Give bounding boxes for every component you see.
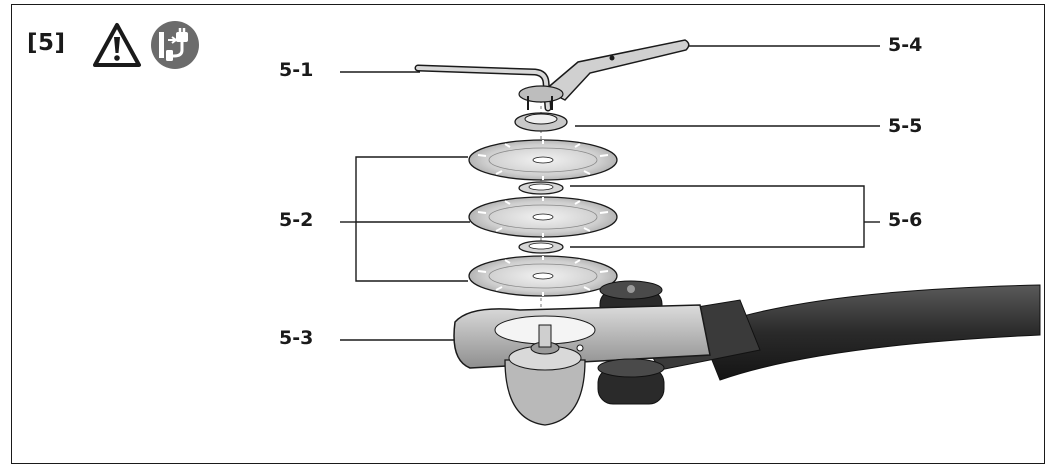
- callout-5-3: 5-3: [279, 327, 314, 349]
- figure-number: [5]: [27, 30, 66, 56]
- gear-housing: [453, 304, 711, 426]
- diamond-disc-middle: [468, 196, 618, 238]
- warning-triangle-icon: [92, 22, 142, 68]
- callout-5-6: 5-6: [888, 209, 923, 231]
- diamond-disc-bottom: [468, 255, 618, 297]
- leader-lines: [340, 45, 880, 341]
- callout-5-4: 5-4: [888, 34, 923, 56]
- wrench-5-4: [543, 39, 690, 101]
- diamond-disc-top: [468, 139, 618, 181]
- clamping-nut-5-5: [514, 112, 568, 132]
- callout-5-1: 5-1: [279, 59, 314, 81]
- spacer-ring-bottom: [518, 240, 564, 254]
- callout-5-5: 5-5: [888, 115, 923, 137]
- unplug-power-icon: [150, 20, 200, 70]
- leader-5-2-bracket: [355, 156, 468, 282]
- exploded-assembly-diagram: [340, 39, 1041, 426]
- spacer-ring-top: [518, 181, 564, 195]
- callout-5-2: 5-2: [279, 209, 314, 231]
- hex-key-5-1: [414, 64, 552, 112]
- guide-knob-bottom: [597, 358, 665, 405]
- leader-5-6-bracket: [570, 185, 865, 248]
- pin-plate: [518, 85, 564, 110]
